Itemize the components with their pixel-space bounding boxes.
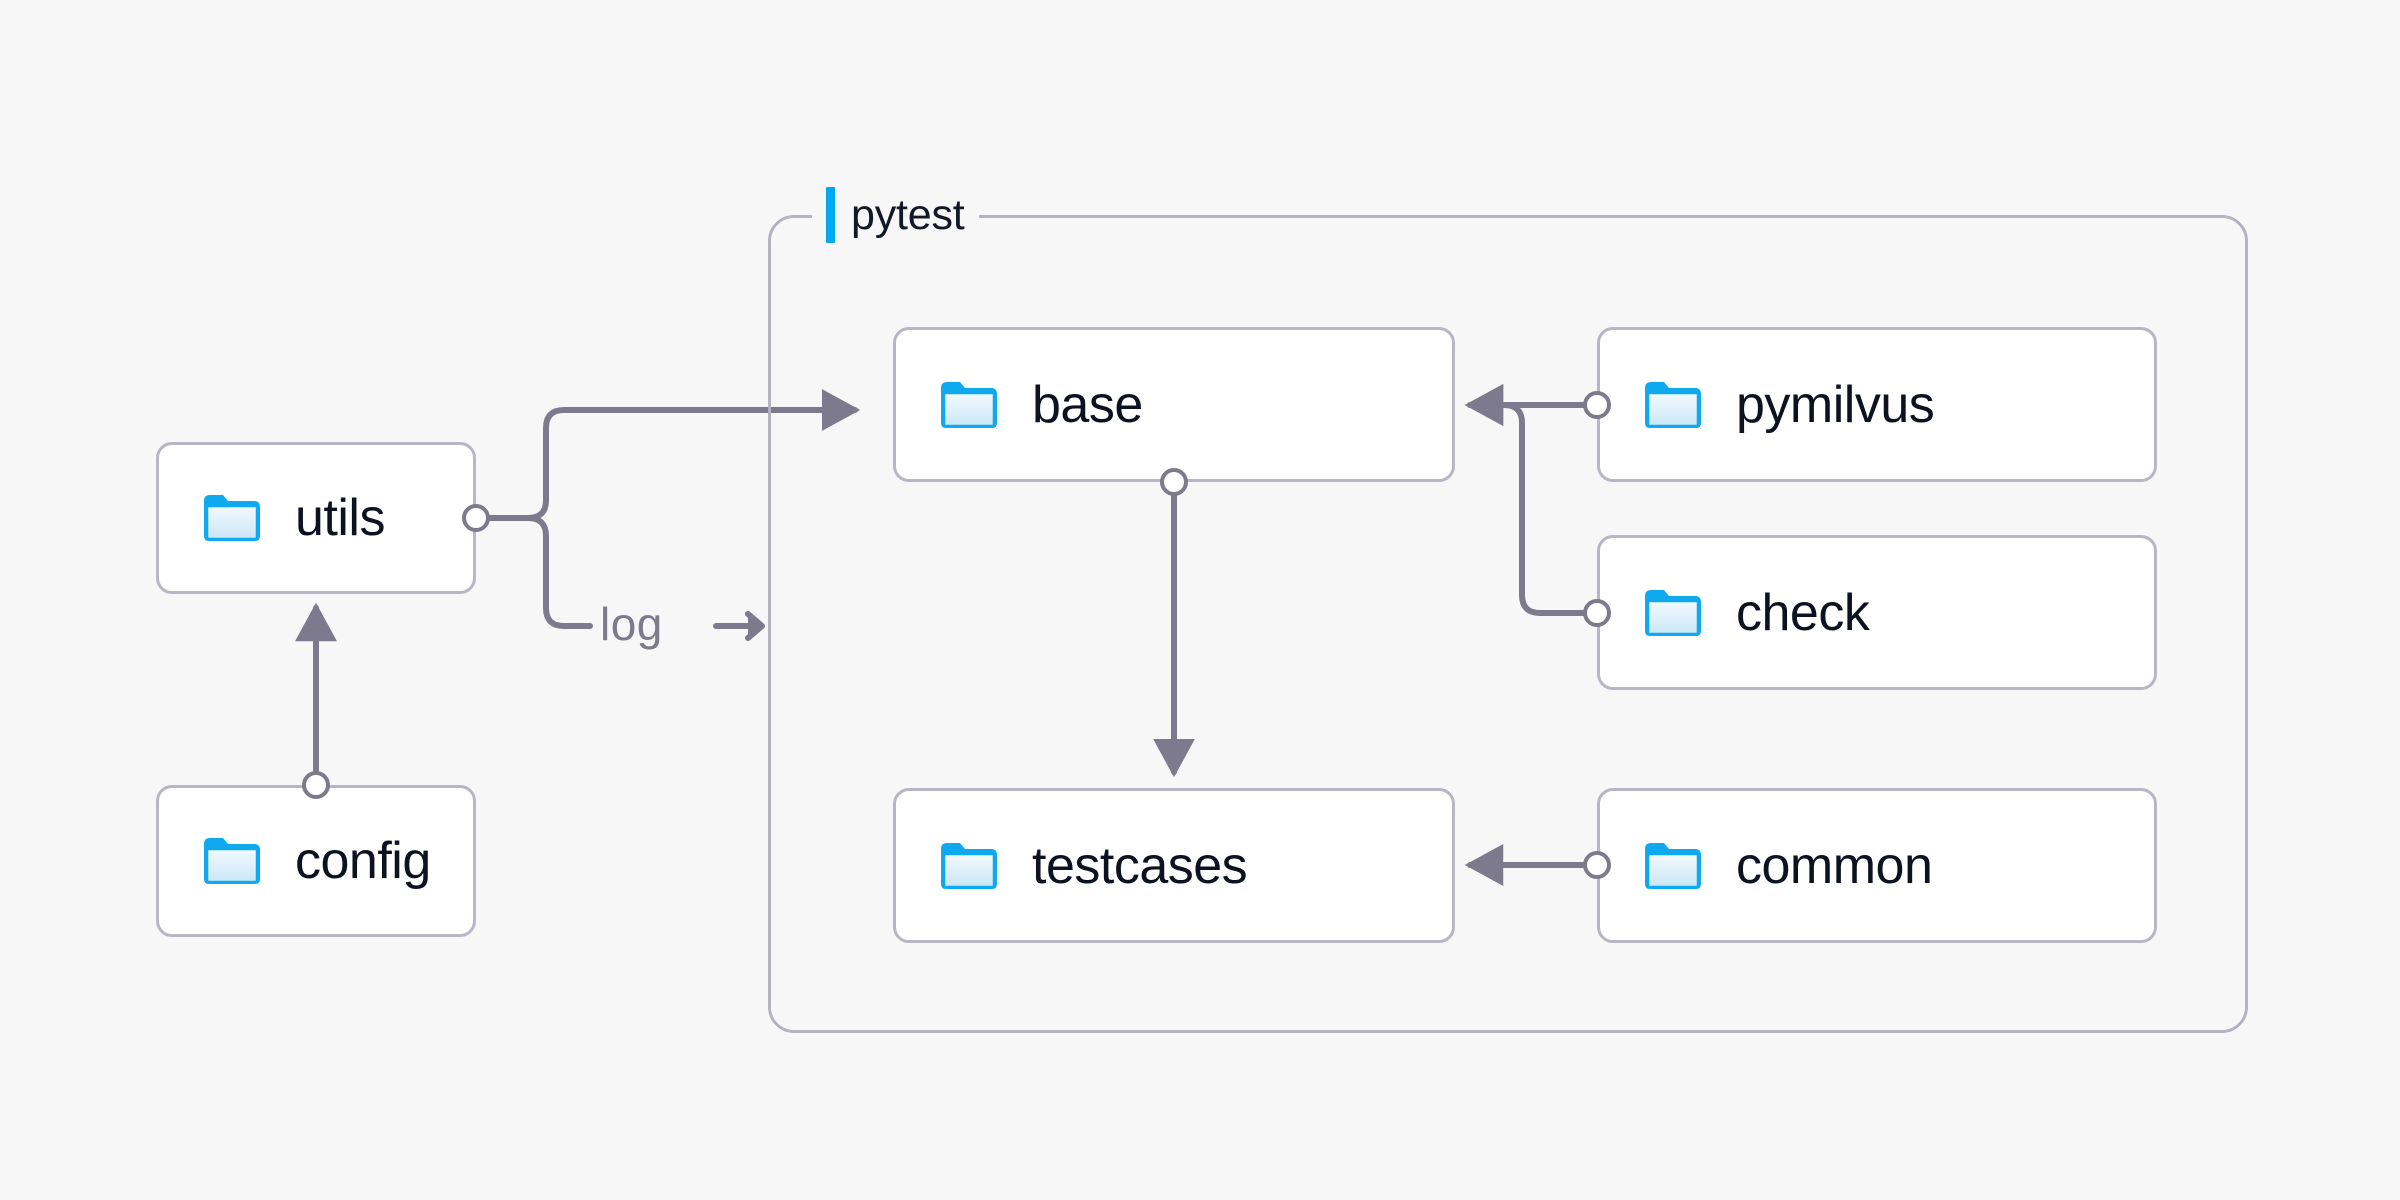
node-config[interactable]: config	[156, 785, 476, 937]
group-label-text: pytest	[851, 190, 965, 239]
node-base[interactable]: base	[893, 327, 1455, 482]
pytest-group-container	[768, 215, 2248, 1033]
node-check[interactable]: check	[1597, 535, 2157, 690]
edge-label-log: log	[600, 598, 663, 650]
log-arrow-icon	[713, 611, 765, 641]
group-accent-bar-icon	[826, 187, 835, 243]
port-base-bottom[interactable]	[1160, 468, 1188, 496]
pytest-group-label: pytest	[812, 187, 979, 243]
node-label: utils	[295, 489, 385, 547]
node-label: pymilvus	[1736, 375, 1935, 434]
folder-icon	[1645, 381, 1701, 428]
node-common[interactable]: common	[1597, 788, 2157, 943]
node-label: config	[295, 832, 431, 890]
port-check-left[interactable]	[1583, 599, 1611, 627]
node-pymilvus[interactable]: pymilvus	[1597, 327, 2157, 482]
node-utils[interactable]: utils	[156, 442, 476, 594]
port-utils-right[interactable]	[462, 504, 490, 532]
folder-icon	[204, 838, 260, 884]
folder-icon	[1645, 842, 1701, 889]
port-config-top[interactable]	[302, 771, 330, 799]
port-common-left[interactable]	[1583, 851, 1611, 879]
folder-icon	[941, 842, 997, 889]
node-label: check	[1736, 583, 1870, 642]
node-label: testcases	[1032, 836, 1248, 895]
folder-icon	[941, 381, 997, 428]
folder-icon	[204, 495, 260, 541]
node-label: base	[1032, 375, 1143, 434]
folder-icon	[1645, 589, 1701, 636]
port-pymilvus-left[interactable]	[1583, 391, 1611, 419]
node-testcases[interactable]: testcases	[893, 788, 1455, 943]
edge-utils-to-log	[525, 515, 593, 629]
node-label: common	[1736, 836, 1933, 895]
